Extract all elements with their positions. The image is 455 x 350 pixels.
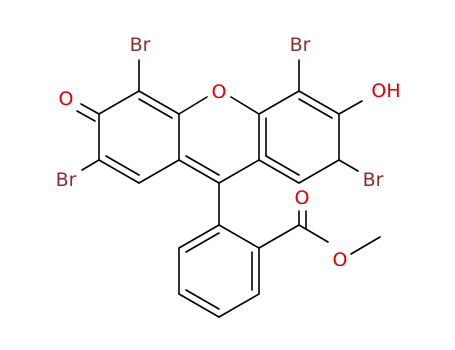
atom-ketone-oxygen: O [59,88,74,110]
atom-ester-ether-oxygen: O [333,249,348,271]
bond-c8-c8a [258,159,300,184]
atom-ring-oxygen: O [212,81,227,103]
bond-c4-c3 [98,90,140,115]
atom-br-mid-right: Br [363,169,384,191]
bond-oether-methyl [350,236,381,255]
bond-c7-c8 [298,159,340,184]
bond-c4a-c4-inner [138,98,173,119]
bond-c2-c1-inner [105,155,140,176]
bond-carbonyl-oether [298,224,329,243]
bond-c9-c9a-inner [185,155,220,176]
atom-br-top-right: Br [290,34,311,56]
atom-hydroxyl: OH [371,80,400,102]
bond-ph3-ph4 [218,293,260,318]
bond-ph1-ph2 [218,224,260,249]
bond-c9-c9a [178,159,220,184]
bond-ph4-ph5 [178,293,220,318]
atom-br-top-left: Br [130,34,151,56]
bond-c8-c8a-inner [265,155,300,176]
atom-br-mid-left: Br [56,169,77,191]
bond-c4a-c4 [138,90,180,115]
bond-c10a-c5 [258,90,300,115]
bond-c1-c9a [138,159,180,184]
bond-c5-c6-inner [298,98,333,119]
bond-ph6-ph1-inner [185,232,220,253]
bond-c3-o-ketone [80,103,100,115]
atom-labels: Br Br O O OH Br Br O O [56,34,401,271]
bond-ph2-carbonyl [258,224,300,249]
bond-c3-o-ketone-double [76,110,96,122]
atom-ester-carbonyl-oxygen: O [295,187,310,209]
bond-o10-c10a [230,96,260,115]
bond-c2-c1 [98,159,140,184]
bond-c5-c6 [298,90,340,115]
bond-ph6-ph1 [178,224,220,249]
bonds [76,59,381,318]
bond-c4a-o10 [178,96,208,115]
bond-c6-oh [338,100,363,115]
bond-ph4-ph5-inner [185,289,220,310]
bond-c7-br [338,159,359,172]
bond-c8a-c9 [218,159,260,184]
bond-c2-br [81,159,100,171]
